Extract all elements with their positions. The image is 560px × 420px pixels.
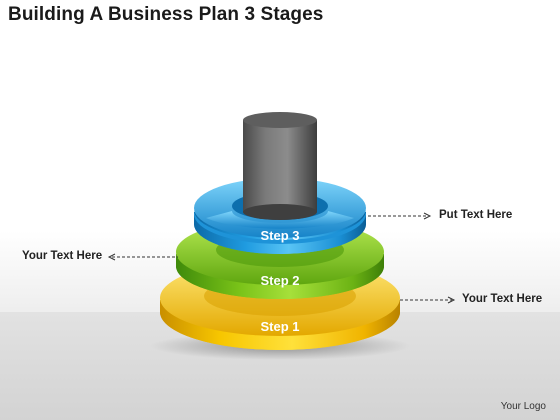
step-2-label: Step 2 [260, 273, 299, 288]
callout-line-top-right [368, 212, 432, 220]
callout-line-middle-left [107, 253, 178, 261]
step-1-label: Step 1 [260, 319, 299, 334]
callout-line-lower-right [400, 296, 456, 304]
callout-text-top-right: Put Text Here [439, 209, 513, 221]
center-cylinder [243, 112, 317, 220]
step-3-label: Step 3 [260, 228, 299, 243]
callout-text-lower-right: Your Text Here [462, 293, 543, 305]
logo-text: Your Logo [500, 401, 546, 412]
page-title: Building A Business Plan 3 Stages [8, 4, 324, 25]
ring-step-3-front-top [206, 211, 354, 229]
callout-text-middle-left: Your Text Here [22, 250, 103, 262]
